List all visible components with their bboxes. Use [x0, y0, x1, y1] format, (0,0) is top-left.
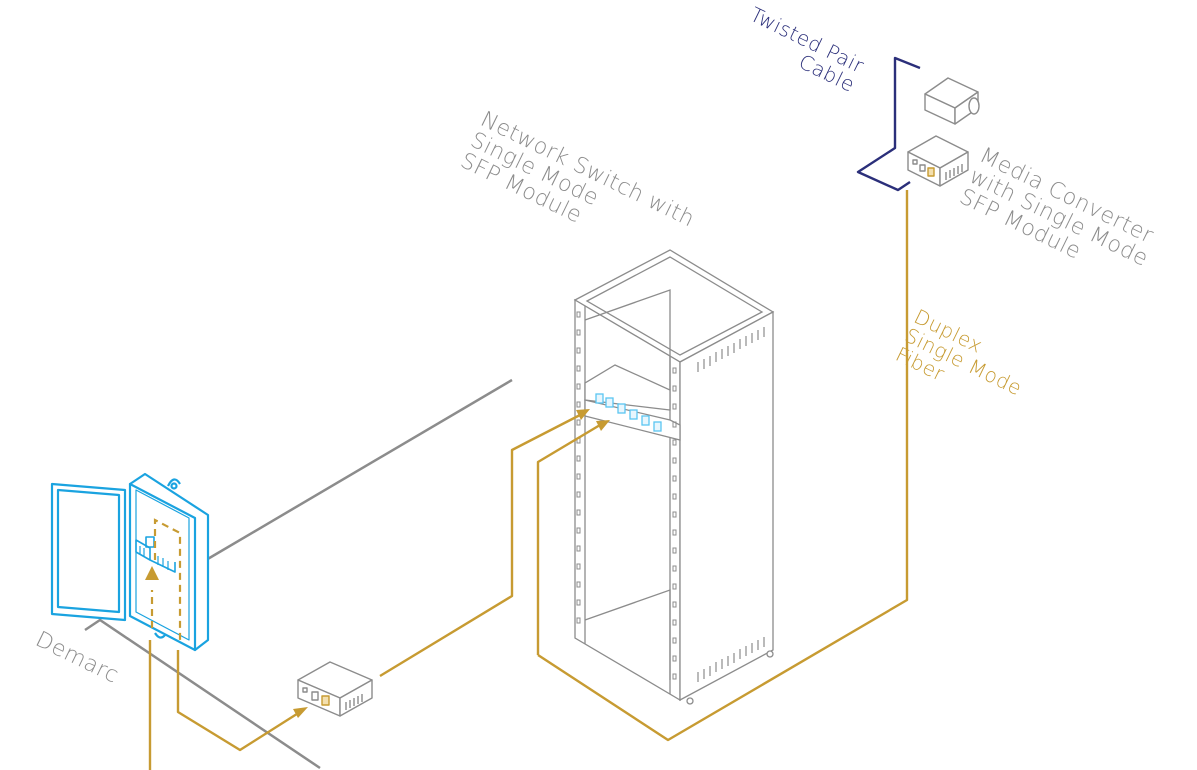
- demarc-internal-fiber: [145, 518, 182, 640]
- rack-side-vents: [697, 327, 765, 682]
- camera-icon: [924, 77, 980, 125]
- demarc-enclosure-icon: [50, 472, 210, 652]
- rack-cabinet-icon: [573, 249, 775, 705]
- fiber-runs: [148, 190, 909, 770]
- media-converter-icon-lower: [297, 661, 373, 717]
- media-converter-icon: [907, 135, 969, 187]
- fiber-arrowheads: [293, 409, 610, 718]
- rack-rail-holes: [576, 311, 677, 680]
- gray-cables: [84, 378, 513, 770]
- twisted-pair-cable: [856, 56, 921, 192]
- switch-sfp-ports: [595, 393, 662, 432]
